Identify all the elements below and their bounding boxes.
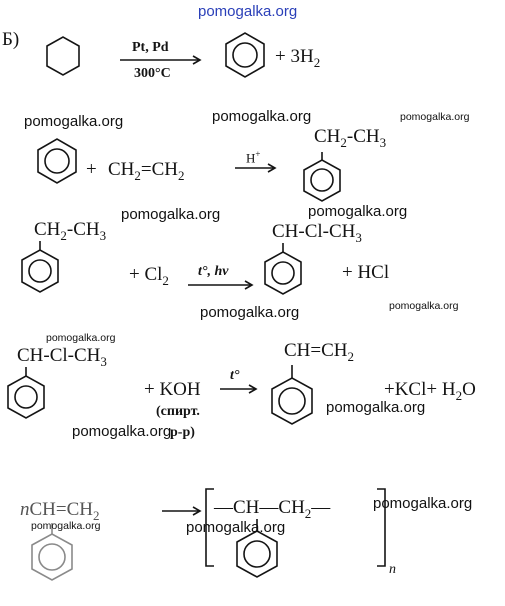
watermark: pomogalka.org [389, 300, 459, 312]
subscript: 2 [93, 507, 100, 523]
formula-part: CH=CH [29, 499, 94, 520]
solvent-label: р-р) [170, 425, 195, 440]
formula-part: +KCl+ H [384, 379, 456, 400]
watermark: pomogalka.org [72, 423, 172, 440]
formula-part: + Cl [129, 264, 163, 285]
watermark-header: pomogalka.org [198, 3, 298, 20]
formula-part: O [462, 379, 476, 400]
hydrogen-product: + 3H2 [275, 47, 320, 69]
solvent-label: (спирт. [156, 404, 200, 419]
catalyst-label: Pt, Pd [132, 40, 169, 55]
formula-part: — [311, 497, 331, 518]
benzene-ring [236, 530, 278, 578]
benzene-ring [271, 377, 313, 425]
watermark: pomogalka.org [121, 206, 221, 223]
benzene-ring [21, 249, 59, 293]
chloroethylbenzene-substituent: CH-Cl-CH3 [17, 346, 107, 368]
ethylbenzene-substituent: CH2-CH3 [34, 220, 106, 242]
chloroethylbenzene-substituent: CH-Cl-CH3 [272, 222, 362, 244]
subscript: 2 [162, 272, 169, 288]
subscript: 2 [347, 348, 355, 364]
benzene-ring [7, 375, 45, 419]
polymer-bracket-left [205, 488, 214, 567]
subscript: 2 [304, 505, 312, 521]
watermark: pomogalka.org [308, 203, 408, 220]
part-label: Б) [2, 29, 20, 50]
cyclohexane-ring [46, 36, 80, 76]
subscript: 2 [60, 227, 67, 243]
temperature-label: 300°C [134, 66, 171, 81]
formula-part: H [246, 150, 256, 166]
watermark: pomogalka.org [200, 304, 300, 321]
formula-part: CH=CH [284, 340, 348, 361]
product-formula: + 3H [275, 46, 314, 67]
benzene-ring [37, 138, 77, 184]
reaction-conditions: t°, hν [198, 264, 229, 279]
watermark: pomogalka.org [186, 519, 286, 536]
subscript: 2 [340, 134, 347, 150]
reaction-conditions: t° [230, 368, 240, 383]
byproducts: +KCl+ H2O [384, 380, 476, 402]
subscript: 3 [379, 134, 387, 150]
benzene-ring [303, 159, 341, 202]
polymer-bracket-right [377, 488, 386, 567]
benzene-ring [225, 32, 265, 78]
acid-catalyst: H+ [246, 149, 261, 166]
subscript: 2 [178, 167, 185, 183]
formula-part: —CH—CH [214, 497, 305, 518]
monomer-formula: nCH=CH2 [20, 500, 100, 522]
vinyl-substituent: CH=CH2 [284, 341, 354, 363]
superscript: + [255, 149, 261, 159]
watermark: pomogalka.org [46, 332, 116, 344]
watermark: pomogalka.org [31, 520, 101, 532]
subscript: 2 [134, 167, 141, 183]
benzene-ring [264, 251, 302, 295]
subscript: 2 [313, 54, 321, 70]
watermark: pomogalka.org [400, 111, 470, 123]
formula-part: -CH [346, 126, 380, 147]
subscript: 3 [100, 353, 107, 369]
ethylbenzene-substituent: CH2-CH3 [314, 127, 386, 149]
watermark: pomogalka.org [212, 108, 312, 125]
coefficient: n [20, 499, 30, 520]
formula-part: CH [314, 126, 341, 147]
subscript: 3 [355, 229, 362, 245]
watermark: pomogalka.org [24, 113, 124, 130]
formula-part: CH-Cl-CH [17, 345, 101, 366]
formula-part: CH [108, 159, 135, 180]
subscript: 3 [99, 227, 107, 243]
polymer-chain: —CH—CH2— [214, 498, 330, 520]
ethylene-formula: CH2=CH2 [108, 160, 185, 182]
formula-part: =CH [140, 159, 179, 180]
koh-reagent: + KOH [144, 379, 201, 400]
formula-part: -CH [66, 219, 100, 240]
formula-part: CH [34, 219, 61, 240]
benzene-ring [31, 533, 73, 581]
chlorine-reagent: + Cl2 [129, 265, 169, 287]
watermark: pomogalka.org [326, 399, 426, 416]
hcl-byproduct: + HCl [342, 262, 390, 283]
watermark: pomogalka.org [373, 495, 473, 512]
polymer-degree: n [389, 562, 396, 577]
subscript: 2 [455, 387, 463, 403]
plus-sign: + [86, 159, 97, 180]
formula-part: CH-Cl-CH [272, 221, 356, 242]
